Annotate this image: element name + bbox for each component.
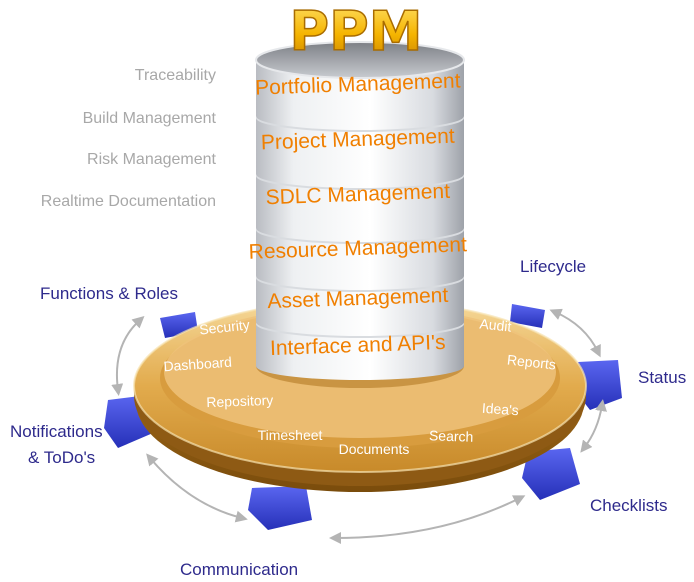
platform-item-audit: Audit xyxy=(479,315,513,334)
feature-traceability: Traceability xyxy=(135,67,216,84)
tab-lifecycle xyxy=(510,304,545,328)
label-communication: Communication xyxy=(180,560,298,579)
feature-risk-management: Risk Management xyxy=(87,151,217,168)
outer-labels: Functions & Roles Lifecycle Status Notif… xyxy=(10,257,686,579)
label-notifications-line2: & ToDo's xyxy=(28,448,95,467)
arrow-lifecycle-status xyxy=(549,308,601,358)
label-notifications-line1: Notifications xyxy=(10,422,103,441)
feature-list: Traceability Build Management Risk Manag… xyxy=(41,67,217,210)
layer-stack xyxy=(255,41,465,388)
platform-items: Security Dashboard Repository Timesheet … xyxy=(163,315,557,457)
tab-status xyxy=(576,360,622,410)
feature-realtime-documentation: Realtime Documentation xyxy=(41,193,216,210)
platform-item-ideas: Idea's xyxy=(481,400,519,419)
arrow-communication-checklists xyxy=(329,495,526,544)
feature-build-management: Build Management xyxy=(83,110,217,127)
label-functions-roles: Functions & Roles xyxy=(40,284,178,303)
platform-item-security: Security xyxy=(198,316,250,337)
platform-item-timesheet: Timesheet xyxy=(258,427,323,443)
arrow-notifications-communication xyxy=(146,453,248,523)
arrow-functions-notifications xyxy=(111,316,145,396)
label-lifecycle: Lifecycle xyxy=(520,257,586,276)
platform-item-search: Search xyxy=(429,427,474,445)
tab-checklists xyxy=(522,448,580,500)
platform-item-documents: Documents xyxy=(339,441,410,457)
platform-item-reports: Reports xyxy=(506,352,556,373)
label-status: Status xyxy=(638,368,686,387)
tab-communication xyxy=(248,486,312,530)
diagram-title: PPM xyxy=(290,0,423,63)
cycle-arrows xyxy=(111,308,607,544)
label-checklists: Checklists xyxy=(590,496,667,515)
arrow-status-checklists xyxy=(580,399,607,453)
platform-item-dashboard: Dashboard xyxy=(163,354,232,375)
platform-item-repository: Repository xyxy=(206,392,273,410)
